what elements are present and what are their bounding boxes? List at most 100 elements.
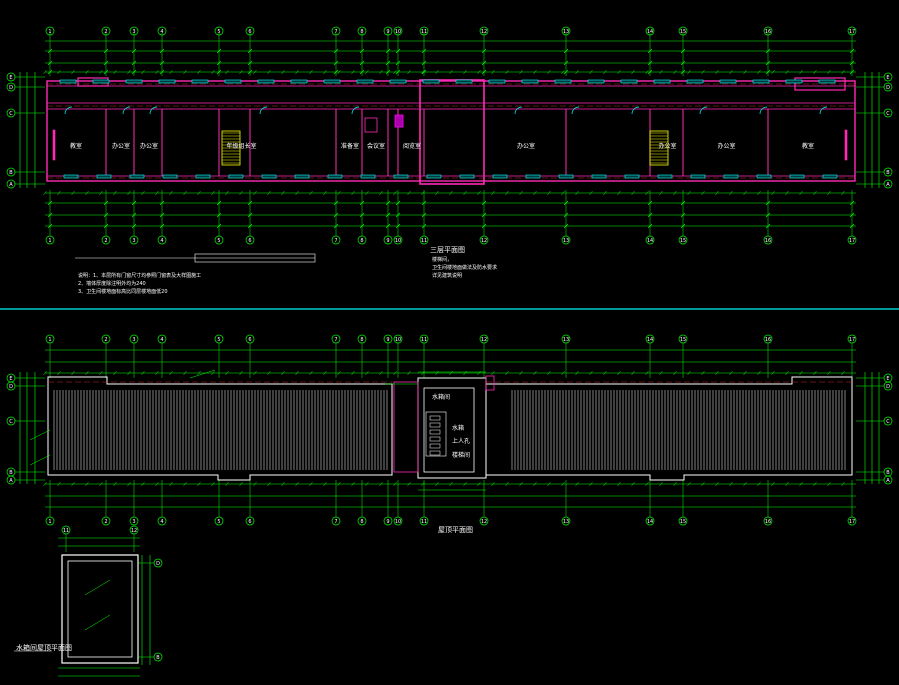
dimension-tick	[141, 69, 145, 75]
dimension-tick	[216, 69, 222, 75]
dimension-tick	[715, 481, 719, 487]
window-bottom	[459, 174, 475, 179]
dimension-tick	[421, 69, 427, 75]
dimension-tick	[333, 60, 339, 66]
dimension-tick	[365, 370, 369, 376]
dimension-tick	[71, 69, 75, 75]
dimension-tick	[743, 370, 747, 376]
dimension-tick	[603, 190, 607, 196]
dimension-tick	[477, 370, 481, 376]
axis-bubble-bottom-10-text: 10	[395, 238, 401, 244]
window-bottom	[789, 174, 805, 179]
dimension-tick	[309, 190, 313, 196]
dimension-tick	[47, 69, 53, 75]
roof-row-bubble-left-A-text: A	[9, 478, 13, 484]
dimension-tick	[647, 200, 653, 206]
dimension-tick	[225, 481, 229, 487]
roof-plan-title: 屋顶平面图	[438, 526, 473, 534]
room-label: 准备室	[341, 143, 360, 150]
dimension-tick	[267, 69, 271, 75]
dimension-tick	[407, 190, 411, 196]
window-top	[521, 79, 539, 84]
dimension-tick	[169, 69, 173, 75]
dimension-tick	[323, 190, 327, 196]
dimension-tick	[813, 69, 817, 75]
axis-bubble-bottom-2-text: 2	[104, 238, 107, 244]
dimension-tick	[197, 481, 201, 487]
roof-center-label-4: 楼梯间	[452, 452, 471, 459]
window-bottom	[129, 174, 145, 179]
dimension-tick	[225, 190, 229, 196]
dimension-tick	[757, 370, 761, 376]
axis-bubble-top-7-circle	[331, 26, 341, 36]
dimension-tick	[481, 223, 487, 229]
dimension-tick	[239, 69, 243, 75]
dimension-tick	[827, 481, 831, 487]
window-bottom	[723, 174, 739, 179]
dimension-tick	[547, 481, 551, 487]
dimension-tick	[680, 212, 686, 218]
dimension-tick	[99, 69, 103, 75]
roof-axis-bubble-bottom-12-text: 12	[481, 519, 487, 525]
axis-bubble-top-5-text: 5	[217, 29, 220, 35]
dimension-tick	[547, 190, 551, 196]
dimension-tick	[395, 212, 401, 218]
blackboard	[844, 129, 848, 161]
roof-row-bubble-right-D-text: D	[886, 384, 890, 390]
dimension-tick	[561, 481, 565, 487]
dimension-tick	[281, 190, 285, 196]
dimension-tick	[407, 69, 411, 75]
dimension-tick	[563, 223, 569, 229]
window-bottom	[492, 174, 508, 179]
dimension-tick	[211, 481, 215, 487]
dimension-tick	[113, 370, 117, 376]
dimension-tick	[395, 60, 401, 66]
window-bottom	[525, 174, 541, 179]
dimension-tick	[757, 190, 761, 196]
dimension-tick	[155, 190, 159, 196]
dimension-tick	[57, 481, 61, 487]
dimension-tick	[359, 200, 365, 206]
end-room-wall	[794, 77, 846, 91]
dimension-tick	[379, 69, 383, 75]
dimension-tick	[216, 60, 222, 66]
axis-bubble-bottom-14-text: 14	[647, 238, 653, 244]
dimension-tick	[385, 48, 391, 54]
dimension-tick	[131, 48, 137, 54]
dimension-tick	[563, 212, 569, 218]
roof-axis-bubble-top-9-text: 9	[386, 337, 389, 343]
dimension-tick	[99, 190, 103, 196]
dimension-tick	[813, 370, 817, 376]
dimension-tick	[491, 481, 495, 487]
roof-axis-bubble-bottom-1-text: 1	[48, 519, 51, 525]
third-floor-note-3: 详见建筑说明	[432, 273, 463, 279]
dimension-tick	[563, 48, 569, 54]
roof-row-bubble-left-C-text: C	[9, 419, 13, 425]
dimension-tick	[43, 370, 47, 376]
dimension-tick	[155, 370, 159, 376]
window-top	[653, 79, 671, 84]
roof-axis-bubble-bottom-8-text: 8	[360, 519, 363, 525]
tank-rung	[429, 415, 441, 421]
axis-bubble-bottom-4-text: 4	[160, 238, 163, 244]
dimension-tick	[813, 190, 817, 196]
detail-axis-B-text: B	[156, 655, 160, 661]
dimension-tick	[295, 370, 299, 376]
dimension-tick	[169, 190, 173, 196]
dimension-tick	[155, 481, 159, 487]
dimension-tick	[827, 370, 831, 376]
dimension-tick	[827, 190, 831, 196]
room-label: 办公室	[658, 143, 677, 150]
row-bubble-right-E-text: E	[886, 75, 889, 81]
axis-bubble-top-12-text: 12	[481, 29, 487, 35]
dimension-tick	[477, 190, 481, 196]
row-bubble-left-E-text: E	[9, 75, 12, 81]
dimension-tick	[785, 190, 789, 196]
axis-bubble-top-17-circle	[847, 26, 857, 36]
dimension-tick	[575, 481, 579, 487]
dimension-tick	[729, 190, 733, 196]
dimension-tick	[183, 370, 187, 376]
axis-bubble-top-8-circle	[357, 26, 367, 36]
